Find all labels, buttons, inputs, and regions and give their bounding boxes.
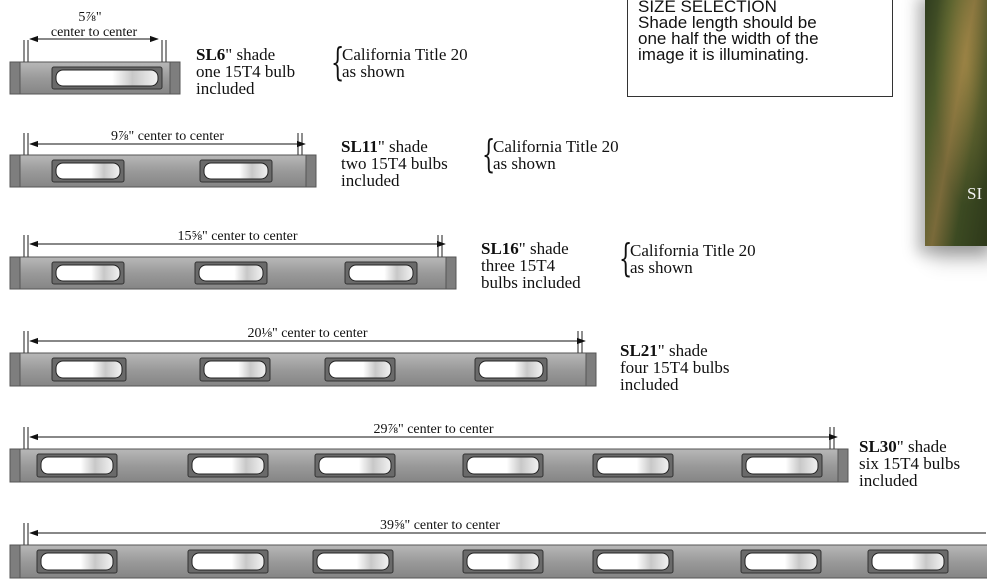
dimension-label-line2: center to center bbox=[51, 25, 138, 40]
shade-title-sl6: SL6" shade bbox=[196, 45, 276, 64]
shade-desc-sl11: SL11" shade two 15T4 bulbs included bbox=[341, 138, 448, 189]
size-selection-heading: SIZE SELECTION bbox=[638, 0, 777, 16]
bulb-icon bbox=[871, 552, 945, 571]
end-cap bbox=[837, 448, 849, 483]
bulb-icon bbox=[466, 456, 540, 475]
bulb-icon bbox=[203, 162, 269, 180]
bulb-icon bbox=[55, 264, 121, 282]
bulb-icon bbox=[191, 552, 265, 571]
shade-line: four 15T4 bulbs bbox=[620, 358, 730, 377]
shade-line: included bbox=[196, 79, 255, 98]
dimension-label: 15⅝" center to center bbox=[178, 229, 298, 244]
bulb-icon bbox=[596, 456, 670, 475]
brace-icon: { bbox=[482, 132, 496, 176]
end-cap bbox=[169, 61, 181, 95]
bulb-icon bbox=[745, 456, 819, 475]
end-cap bbox=[445, 256, 457, 290]
shade-desc-sl16: SL16" shade three 15T4 bulbs included bbox=[481, 240, 581, 291]
end-cap bbox=[9, 154, 21, 188]
size-selection-line: image it is illuminating. bbox=[638, 45, 810, 64]
end-cap bbox=[9, 544, 21, 579]
dimension-label: 29⅞" center to center bbox=[374, 422, 494, 437]
note-line: California Title 20 bbox=[493, 137, 619, 156]
artwork-photo: SI bbox=[925, 0, 987, 246]
dimension-label: 20⅛" center to center bbox=[248, 326, 368, 341]
photo-caption: SI bbox=[967, 184, 983, 203]
shade-desc-sl30: SL30" shade six 15T4 bulbs included bbox=[859, 438, 960, 489]
shade-line: bulbs included bbox=[481, 273, 581, 292]
bulb-icon bbox=[55, 162, 121, 180]
end-cap bbox=[585, 352, 597, 387]
end-cap bbox=[305, 154, 317, 188]
brace-icon: { bbox=[331, 40, 345, 84]
end-cap bbox=[9, 61, 21, 95]
bulb-icon bbox=[348, 264, 414, 282]
bulb-icon bbox=[316, 552, 390, 571]
bulb-icon bbox=[40, 552, 114, 571]
dimension-label: 39⅝" center to center bbox=[380, 518, 500, 533]
dimension-label: 5⅞" bbox=[78, 10, 101, 25]
bulb-icon bbox=[596, 552, 670, 571]
note-line: as shown bbox=[630, 258, 693, 277]
shade-desc-sl6: SL6" shade one 15T4 bulb included bbox=[196, 46, 295, 97]
end-cap bbox=[9, 352, 21, 387]
shade-title-sl16: SL16" shade bbox=[481, 239, 569, 258]
dimension-label: 9⅞" center to center bbox=[111, 129, 224, 144]
bulb-icon bbox=[55, 69, 159, 87]
shade-title-sl30: SL30" shade bbox=[859, 437, 947, 456]
note-line: as shown bbox=[342, 62, 405, 81]
note-line: California Title 20 bbox=[630, 241, 756, 260]
shade-rail bbox=[9, 448, 849, 483]
shade-line: included bbox=[859, 471, 918, 490]
shade-line: three 15T4 bbox=[481, 256, 556, 275]
brace-icon: { bbox=[619, 236, 633, 280]
size-selection-line: Shade length should be bbox=[638, 13, 817, 32]
bulb-icon bbox=[466, 552, 540, 571]
note-line: as shown bbox=[493, 154, 556, 173]
bulb-icon bbox=[55, 360, 123, 379]
bulb-icon bbox=[198, 264, 264, 282]
end-cap bbox=[9, 256, 21, 290]
end-cap bbox=[9, 448, 21, 483]
bulb-icon bbox=[318, 456, 392, 475]
shade-line: six 15T4 bulbs bbox=[859, 454, 961, 473]
note-line: California Title 20 bbox=[342, 45, 468, 64]
shade-line: included bbox=[341, 171, 400, 190]
bulb-icon bbox=[191, 456, 265, 475]
bulb-icon bbox=[328, 360, 392, 379]
shade-line: two 15T4 bulbs bbox=[341, 154, 448, 173]
size-selection-box: SIZE SELECTION Shade length should be on… bbox=[627, 0, 893, 97]
bulb-icon bbox=[744, 552, 818, 571]
bulb-icon bbox=[203, 360, 267, 379]
size-selection-line: one half the width of the bbox=[638, 29, 819, 48]
shade-desc-sl21: SL21" shade four 15T4 bulbs included bbox=[620, 342, 730, 393]
shade-title-sl11: SL11" shade bbox=[341, 137, 428, 156]
shade-line: one 15T4 bulb bbox=[196, 62, 296, 81]
bulb-icon bbox=[478, 360, 544, 379]
bulb-icon bbox=[40, 456, 114, 475]
shade-title-sl21: SL21" shade bbox=[620, 341, 708, 360]
shade-line: included bbox=[620, 375, 679, 394]
